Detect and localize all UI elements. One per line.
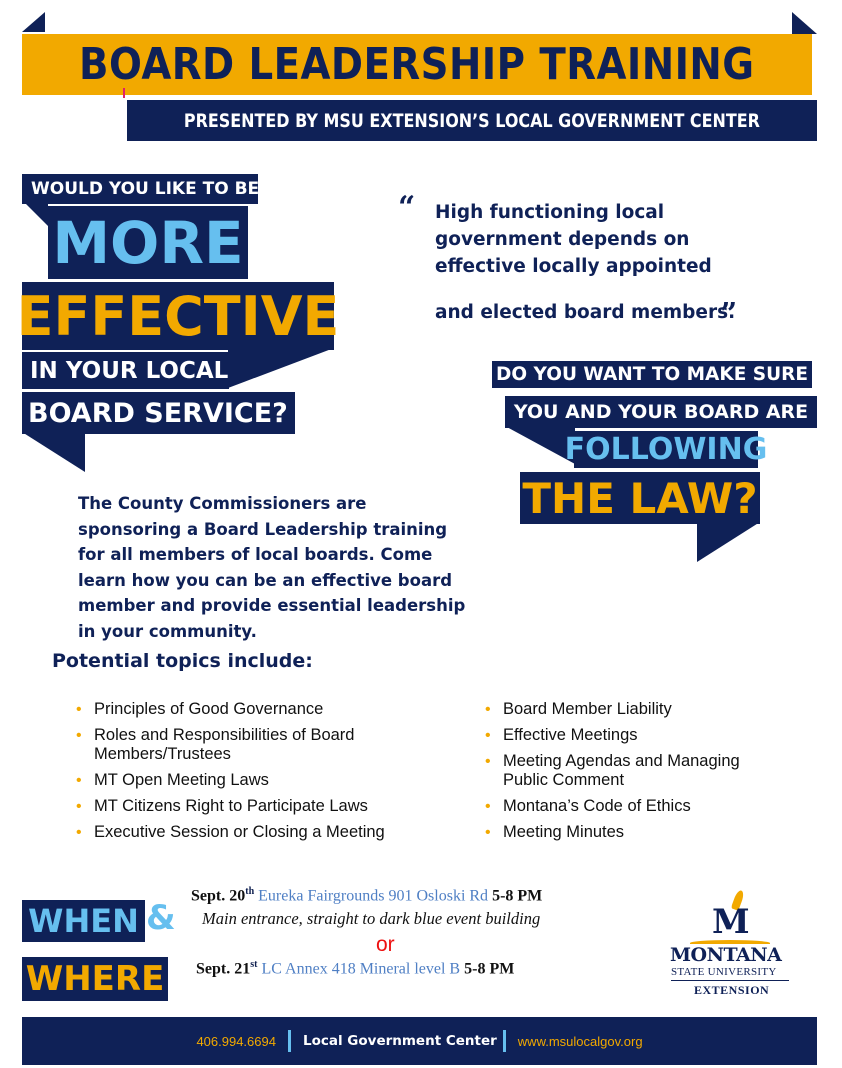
- topics-list-left: • Principles of Good Governance • Roles an…: [74, 700, 404, 849]
- event-2: Sept. 21st LC Annex 418 Mineral level B …: [196, 959, 514, 978]
- left-callout-effective: EFFECTIVE: [17, 282, 339, 350]
- topic-label: Board Member Liability: [503, 700, 672, 718]
- bullet-icon: •: [485, 753, 491, 770]
- list-item: • MT Citizens Right to Participate Laws: [74, 797, 404, 816]
- page-subtitle: PRESENTED BY MSU EXTENSION’S LOCAL GOVER…: [183, 109, 761, 132]
- event-location: Eureka Fairgrounds 901 Osloski Rd: [258, 887, 489, 905]
- bullet-icon: •: [76, 798, 82, 815]
- corner-flag-left-decoration: [22, 12, 45, 32]
- footer-bar: 406.994.6694 Local Government Center www…: [22, 1017, 817, 1065]
- topic-label: Principles of Good Governance: [94, 700, 324, 718]
- quote-last-line: and elected board members.: [435, 302, 736, 323]
- speech-tail-icon: [505, 426, 575, 464]
- topics-list-right: • Board Member Liability • Effective Meeti…: [483, 700, 783, 849]
- bullet-icon: •: [76, 727, 82, 744]
- topic-label: Executive Session or Closing a Meeting: [94, 823, 385, 841]
- quote-line: High functioning local: [435, 202, 665, 223]
- logo-extension-text: EXTENSION: [694, 983, 770, 997]
- swoosh-icon: [690, 940, 770, 946]
- list-item: • MT Open Meeting Laws: [74, 771, 404, 790]
- speech-tail-icon: [228, 348, 334, 388]
- ampersand: &: [146, 898, 176, 938]
- logo-m-letter: M: [712, 902, 750, 942]
- page-title: BOARD LEADERSHIP TRAINING: [79, 39, 755, 90]
- list-item: • Effective Meetings: [483, 726, 783, 745]
- event-date: Sept. 20: [191, 887, 246, 905]
- bullet-icon: •: [76, 824, 82, 841]
- event-date-suffix: th: [245, 886, 255, 897]
- right-callout-the-law: THE LAW?: [520, 472, 760, 524]
- list-item: • Montana’s Code of Ethics: [483, 797, 783, 816]
- event-date-suffix: st: [250, 959, 258, 970]
- topic-label: Roles and Responsibilities of Board Memb…: [94, 726, 355, 763]
- quote-text: High functioning local government depend…: [435, 199, 712, 280]
- quote-open-mark: “: [398, 190, 416, 225]
- left-callout-line5: BOARD SERVICE?: [22, 392, 295, 434]
- footer-center-name: Local Government Center: [302, 1033, 497, 1049]
- quote-line: effective locally appointed: [435, 256, 712, 277]
- topic-label: MT Citizens Right to Participate Laws: [94, 797, 368, 815]
- right-callout-line1: DO YOU WANT TO MAKE SURE: [492, 361, 812, 388]
- topics-heading: Potential topics include:: [52, 650, 313, 672]
- where-label: WHERE: [22, 957, 168, 1001]
- event-1-directions: Main entrance, straight to dark blue eve…: [202, 909, 541, 928]
- event-1: Sept. 20th Eureka Fairgrounds 901 Oslosk…: [191, 886, 542, 905]
- bullet-icon: •: [76, 701, 82, 718]
- list-item: • Roles and Responsibilities of Board Mem…: [74, 726, 404, 764]
- bullet-icon: •: [485, 824, 491, 841]
- event-date: Sept. 21: [196, 960, 251, 978]
- bullet-icon: •: [76, 772, 82, 789]
- bullet-icon: •: [485, 727, 491, 744]
- event-location: LC Annex 418 Mineral level B: [261, 960, 461, 978]
- right-callout-line2: YOU AND YOUR BOARD ARE: [505, 396, 817, 428]
- list-item: • Board Member Liability: [483, 700, 783, 719]
- left-callout-more: MORE: [48, 206, 248, 279]
- speech-tail-icon: [22, 200, 48, 226]
- topic-label: Effective Meetings: [503, 726, 638, 744]
- logo-montana-text: MONTANA: [670, 944, 782, 966]
- list-item: • Meeting Minutes: [483, 823, 783, 842]
- or-separator: or: [376, 933, 395, 956]
- speech-tail-icon: [22, 432, 85, 472]
- list-item: • Principles of Good Governance: [74, 700, 404, 719]
- left-callout-line4: IN YOUR LOCAL: [22, 352, 229, 389]
- right-callout-following: FOLLOWING: [564, 431, 768, 468]
- footer-website-link[interactable]: www.msulocalgov.org: [517, 1033, 643, 1049]
- bullet-icon: •: [485, 798, 491, 815]
- title-banner: BOARD LEADERSHIP TRAINING: [22, 34, 812, 95]
- cursor-mark-decoration: [123, 88, 125, 98]
- footer-divider: [287, 1030, 291, 1052]
- event-time: 5-8 PM: [464, 960, 515, 978]
- when-label: WHEN: [22, 900, 145, 942]
- msu-extension-logo: M MONTANA STATE UNIVERSITY EXTENSION: [668, 888, 793, 1003]
- left-callout-line1: WOULD YOU LIKE TO BE: [22, 174, 259, 204]
- logo-university-text: STATE UNIVERSITY: [671, 966, 777, 978]
- corner-flag-right-decoration: [792, 12, 817, 34]
- intro-paragraph: The County Commissioners are sponsoring …: [78, 494, 466, 641]
- list-item: • Executive Session or Closing a Meeting: [74, 823, 404, 842]
- footer-phone[interactable]: 406.994.6694: [196, 1033, 276, 1049]
- speech-tail-icon: [697, 522, 760, 562]
- event-time: 5-8 PM: [492, 887, 543, 905]
- topic-label: Montana’s Code of Ethics: [503, 797, 691, 815]
- footer-divider: [502, 1030, 506, 1052]
- quote-close-mark: ”: [720, 297, 738, 332]
- topic-label: Meeting Minutes: [503, 823, 625, 841]
- bullet-icon: •: [485, 701, 491, 718]
- topic-label: Meeting Agendas and Managing Public Comm…: [503, 752, 740, 789]
- quote-line: government depends on: [435, 229, 690, 250]
- topic-label: MT Open Meeting Laws: [94, 771, 269, 789]
- subtitle-banner: PRESENTED BY MSU EXTENSION’S LOCAL GOVER…: [127, 100, 817, 141]
- list-item: • Meeting Agendas and Managing Public Com…: [483, 752, 783, 790]
- logo-divider: [671, 980, 789, 981]
